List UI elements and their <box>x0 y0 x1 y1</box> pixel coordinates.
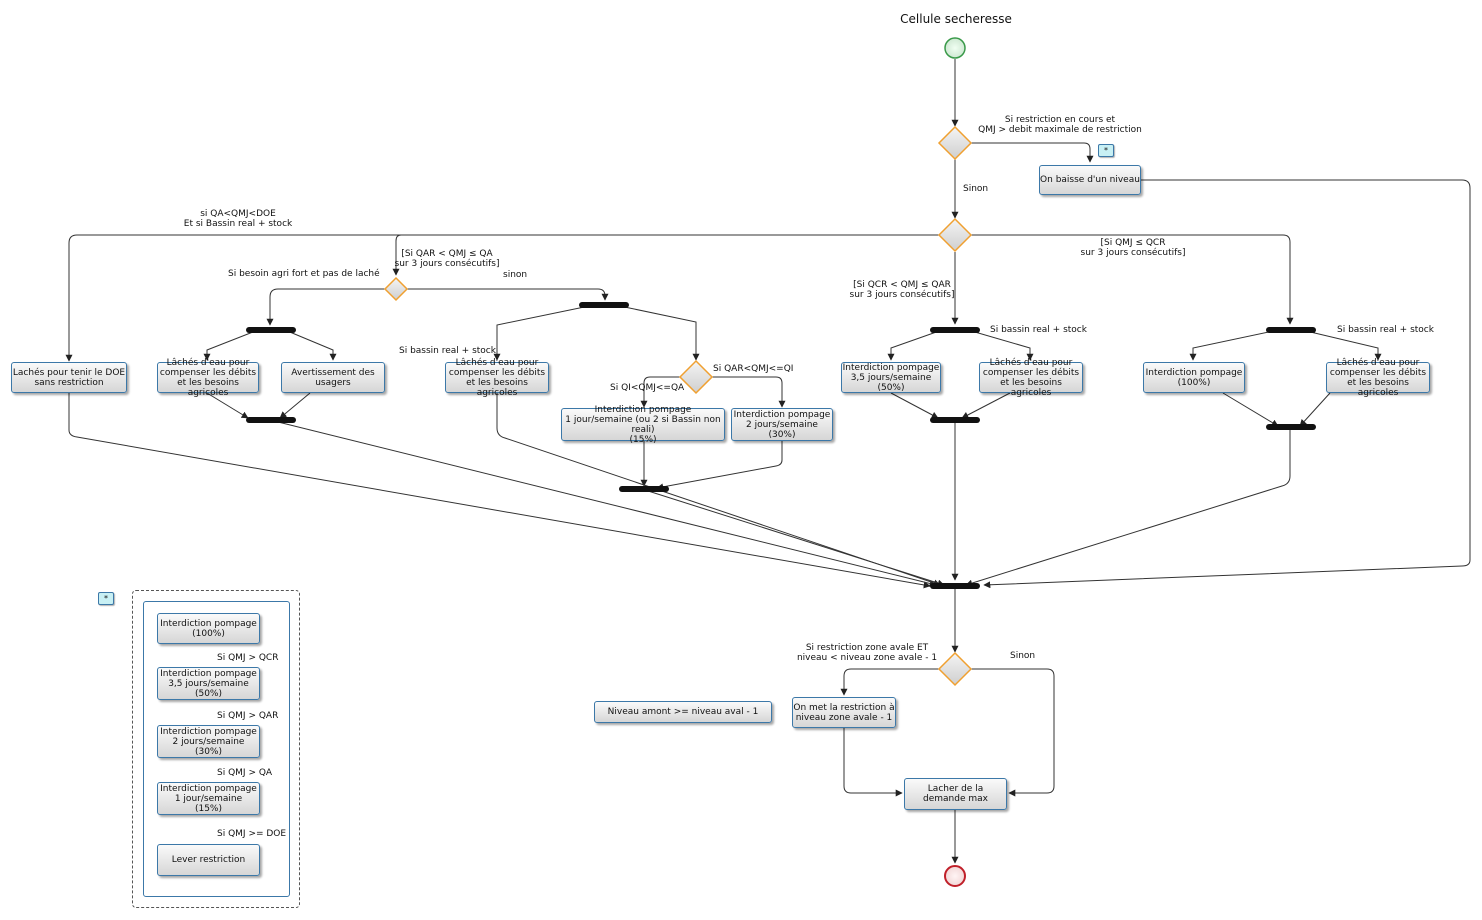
legend-item-15: Interdiction pompage 1 jour/semaine (15%… <box>157 782 260 815</box>
box-text: Lacher de la demande max <box>923 784 988 804</box>
box-interdiction-50: Interdiction pompage 3,5 jours/semaine (… <box>841 362 941 393</box>
box-text: Interdiction pompage 2 jours/semaine (30… <box>733 409 831 440</box>
legend-transition-qcr: Si QMJ > QCR <box>217 653 279 663</box>
box-interdiction-30: Interdiction pompage 2 jours/semaine (30… <box>731 408 833 441</box>
fork-bar <box>579 302 629 308</box>
guard-bassin-stock-2: Si bassin real + stock <box>990 325 1087 335</box>
decision-besoin-agri <box>383 276 409 302</box>
box-restriction-aval: On met la restriction à niveau zone aval… <box>792 697 896 728</box>
box-avertissement: Avertissement des usagers <box>281 362 385 393</box>
guard-restriction-cours: Si restriction en cours et QMJ > debit m… <box>978 115 1142 135</box>
legend-item-100: Interdiction pompage (100%) <box>157 613 260 644</box>
legend-transition-qa: Si QMJ > QA <box>217 768 273 778</box>
box-text: On baisse d'un niveau <box>1040 175 1140 185</box>
guard-qar-qa: [Si QAR < QMJ ≤ QA sur 3 jours consécuti… <box>394 249 500 269</box>
box-text: Lâchés d'eau pour compenser les débits e… <box>982 357 1080 398</box>
diagram-title: Cellule secheresse <box>900 12 1012 26</box>
guard-qa-doe: si QA<QMJ<DOE Et si Bassin real + stock <box>183 209 293 229</box>
box-text: Interdiction pompage 1 jour/semaine (15%… <box>160 783 257 814</box>
decision-restriction <box>937 125 973 161</box>
box-niveau-amont: Niveau amont >= niveau aval - 1 <box>594 701 772 723</box>
guard-sinon-1: Sinon <box>963 184 989 194</box>
guard-qcr-qar: [Si QCR < QMJ ≤ QAR sur 3 jours consécut… <box>849 280 955 300</box>
guard-sinon-2: sinon <box>503 270 528 280</box>
box-text: Interdiction pompage (100%) <box>1145 367 1243 388</box>
box-baisse-niveau: On baisse d'un niveau <box>1039 165 1141 195</box>
fork-bar <box>246 327 296 333</box>
legend-transition-doe: Si QMJ >= DOE <box>217 829 287 839</box>
box-text: Lever restriction <box>171 855 246 865</box>
box-laches-agri-2: Lâchés d'eau pour compenser les débits e… <box>445 358 549 398</box>
box-lacher-max: Lacher de la demande max <box>904 778 1007 810</box>
end-node <box>944 865 966 887</box>
box-text: Avertissement des usagers <box>291 367 375 388</box>
box-laches-agri-3: Lâchés d'eau pour compenser les débits e… <box>979 358 1083 398</box>
box-text: Lachés pour tenir le DOE sans restrictio… <box>12 367 126 388</box>
box-laches-doe: Lachés pour tenir le DOE sans restrictio… <box>11 362 127 393</box>
join-bar <box>930 417 980 423</box>
legend-transition-qar: Si QMJ > QAR <box>217 711 279 721</box>
guard-bassin-stock-1: Si bassin real + stock <box>399 346 496 356</box>
box-text: On met la restriction à niveau zone aval… <box>793 702 895 723</box>
box-text: Interdiction pompage 3,5 jours/semaine (… <box>842 362 940 393</box>
join-bar <box>1266 424 1316 430</box>
guard-bassin-stock-3: Si bassin real + stock <box>1337 325 1434 335</box>
box-text: Interdiction pompage 3,5 jours/semaine (… <box>160 668 257 699</box>
guard-besoin-agri: Si besoin agri fort et pas de laché <box>228 269 380 279</box>
box-text: Interdiction pompage 2 jours/semaine (30… <box>160 726 257 757</box>
box-interdiction-100: Interdiction pompage (100%) <box>1143 362 1245 393</box>
box-text: Lâchés d'eau pour compenser les débits e… <box>1329 357 1427 398</box>
fork-bar <box>1266 327 1316 333</box>
box-laches-agri-1: Lâchés d'eau pour compenser les débits e… <box>157 358 259 398</box>
decision-niveau <box>937 217 973 253</box>
guard-zone-aval: Si restriction zone avale ET niveau < ni… <box>796 643 938 663</box>
guard-qmj-qcr: [Si QMJ ≤ QCR sur 3 jours consécutifs] <box>1080 238 1186 258</box>
note-star-1: * <box>1098 144 1114 157</box>
legend-item-lever: Lever restriction <box>157 844 260 876</box>
legend-frame <box>132 590 300 908</box>
box-text: Lâchés d'eau pour compenser les débits e… <box>448 357 546 398</box>
legend-item-50: Interdiction pompage 3,5 jours/semaine (… <box>157 667 260 700</box>
box-interdiction-15: Interdiction pompage 1 jour/semaine (ou … <box>561 405 725 445</box>
decision-qi <box>678 359 714 395</box>
guard-sinon-3: Sinon <box>1010 651 1036 661</box>
box-text: Interdiction pompage (100%) <box>160 618 257 639</box>
guard-qi-qa: Si QI<QMJ<=QA <box>610 383 685 393</box>
guard-qar-qi: Si QAR<QMJ<=QI <box>713 364 794 374</box>
final-join-bar <box>930 583 980 589</box>
join-bar <box>246 417 296 423</box>
box-text: Niveau amont >= niveau aval - 1 <box>607 707 759 717</box>
start-node <box>944 37 966 59</box>
decision-zone-aval <box>937 651 973 687</box>
note-star-2: * <box>98 592 114 605</box>
box-text: Interdiction pompage 1 jour/semaine (ou … <box>565 404 721 445</box>
box-text: Lâchés d'eau pour compenser les débits e… <box>159 357 257 398</box>
join-bar <box>619 486 669 492</box>
box-laches-agri-4: Lâchés d'eau pour compenser les débits e… <box>1326 358 1430 398</box>
fork-bar <box>930 327 980 333</box>
legend-item-30: Interdiction pompage 2 jours/semaine (30… <box>157 725 260 758</box>
